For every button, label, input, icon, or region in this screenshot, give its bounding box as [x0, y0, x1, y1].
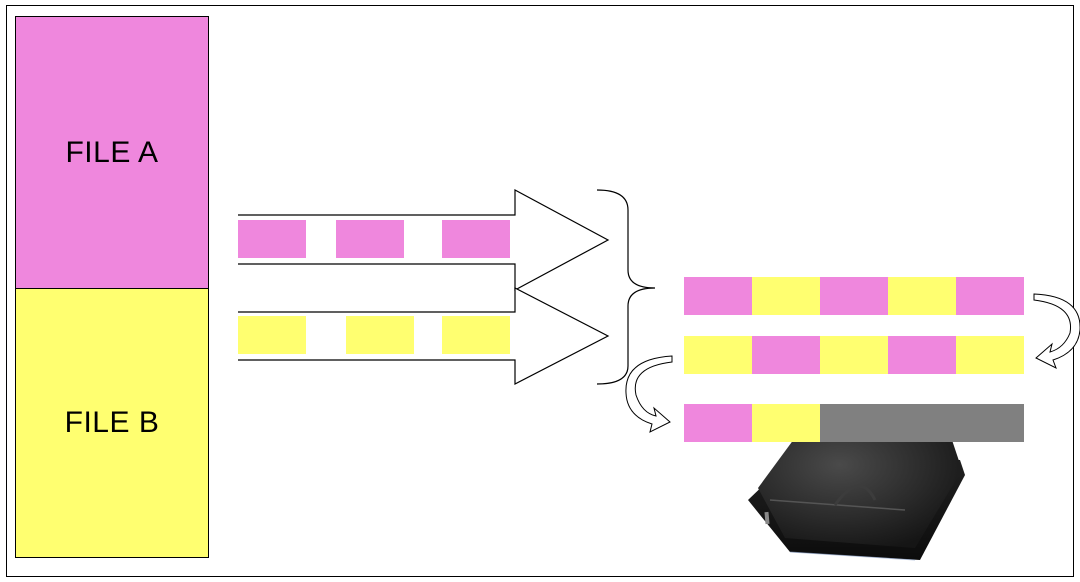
wrap-1-segment [752, 277, 820, 315]
curved-arrow-down-left-icon [625, 355, 673, 433]
unused-tape-segment [820, 404, 1024, 442]
stream-arrow-a [238, 188, 610, 292]
right-curly-brace-icon [596, 189, 656, 385]
stream-arrow-b [238, 287, 610, 385]
wrap-1-segment [684, 277, 752, 315]
stream-a-segment [238, 220, 306, 258]
stream-a-segment [336, 220, 404, 258]
wrap-2-segment [752, 336, 820, 374]
stream-b-segment [238, 316, 306, 354]
file-b-label: FILE B [64, 406, 160, 439]
wrap-2-segment [684, 336, 752, 374]
wrap-2-segment [956, 336, 1024, 374]
curved-arrow-down-right-icon [1033, 293, 1080, 370]
stream-a-segment [442, 220, 510, 258]
wrap-3-segment [684, 404, 752, 442]
tape-cartridge-icon [748, 420, 965, 561]
stream-b-segment [346, 316, 414, 354]
wrap-2-segment [820, 336, 888, 374]
wrap-1-segment [888, 277, 956, 315]
wrap-3-segment [752, 404, 820, 442]
wrap-2-segment [888, 336, 956, 374]
stream-b-segment [442, 316, 510, 354]
file-a-label: FILE A [65, 135, 159, 169]
tape-wraps [684, 277, 1024, 442]
wrap-1-segment [820, 277, 888, 315]
file-b-block: FILE B [15, 288, 209, 558]
wrap-1-segment [956, 277, 1024, 315]
file-a-block: FILE A [15, 16, 209, 288]
stream-arrows [238, 188, 610, 385]
input-segments [238, 220, 510, 354]
